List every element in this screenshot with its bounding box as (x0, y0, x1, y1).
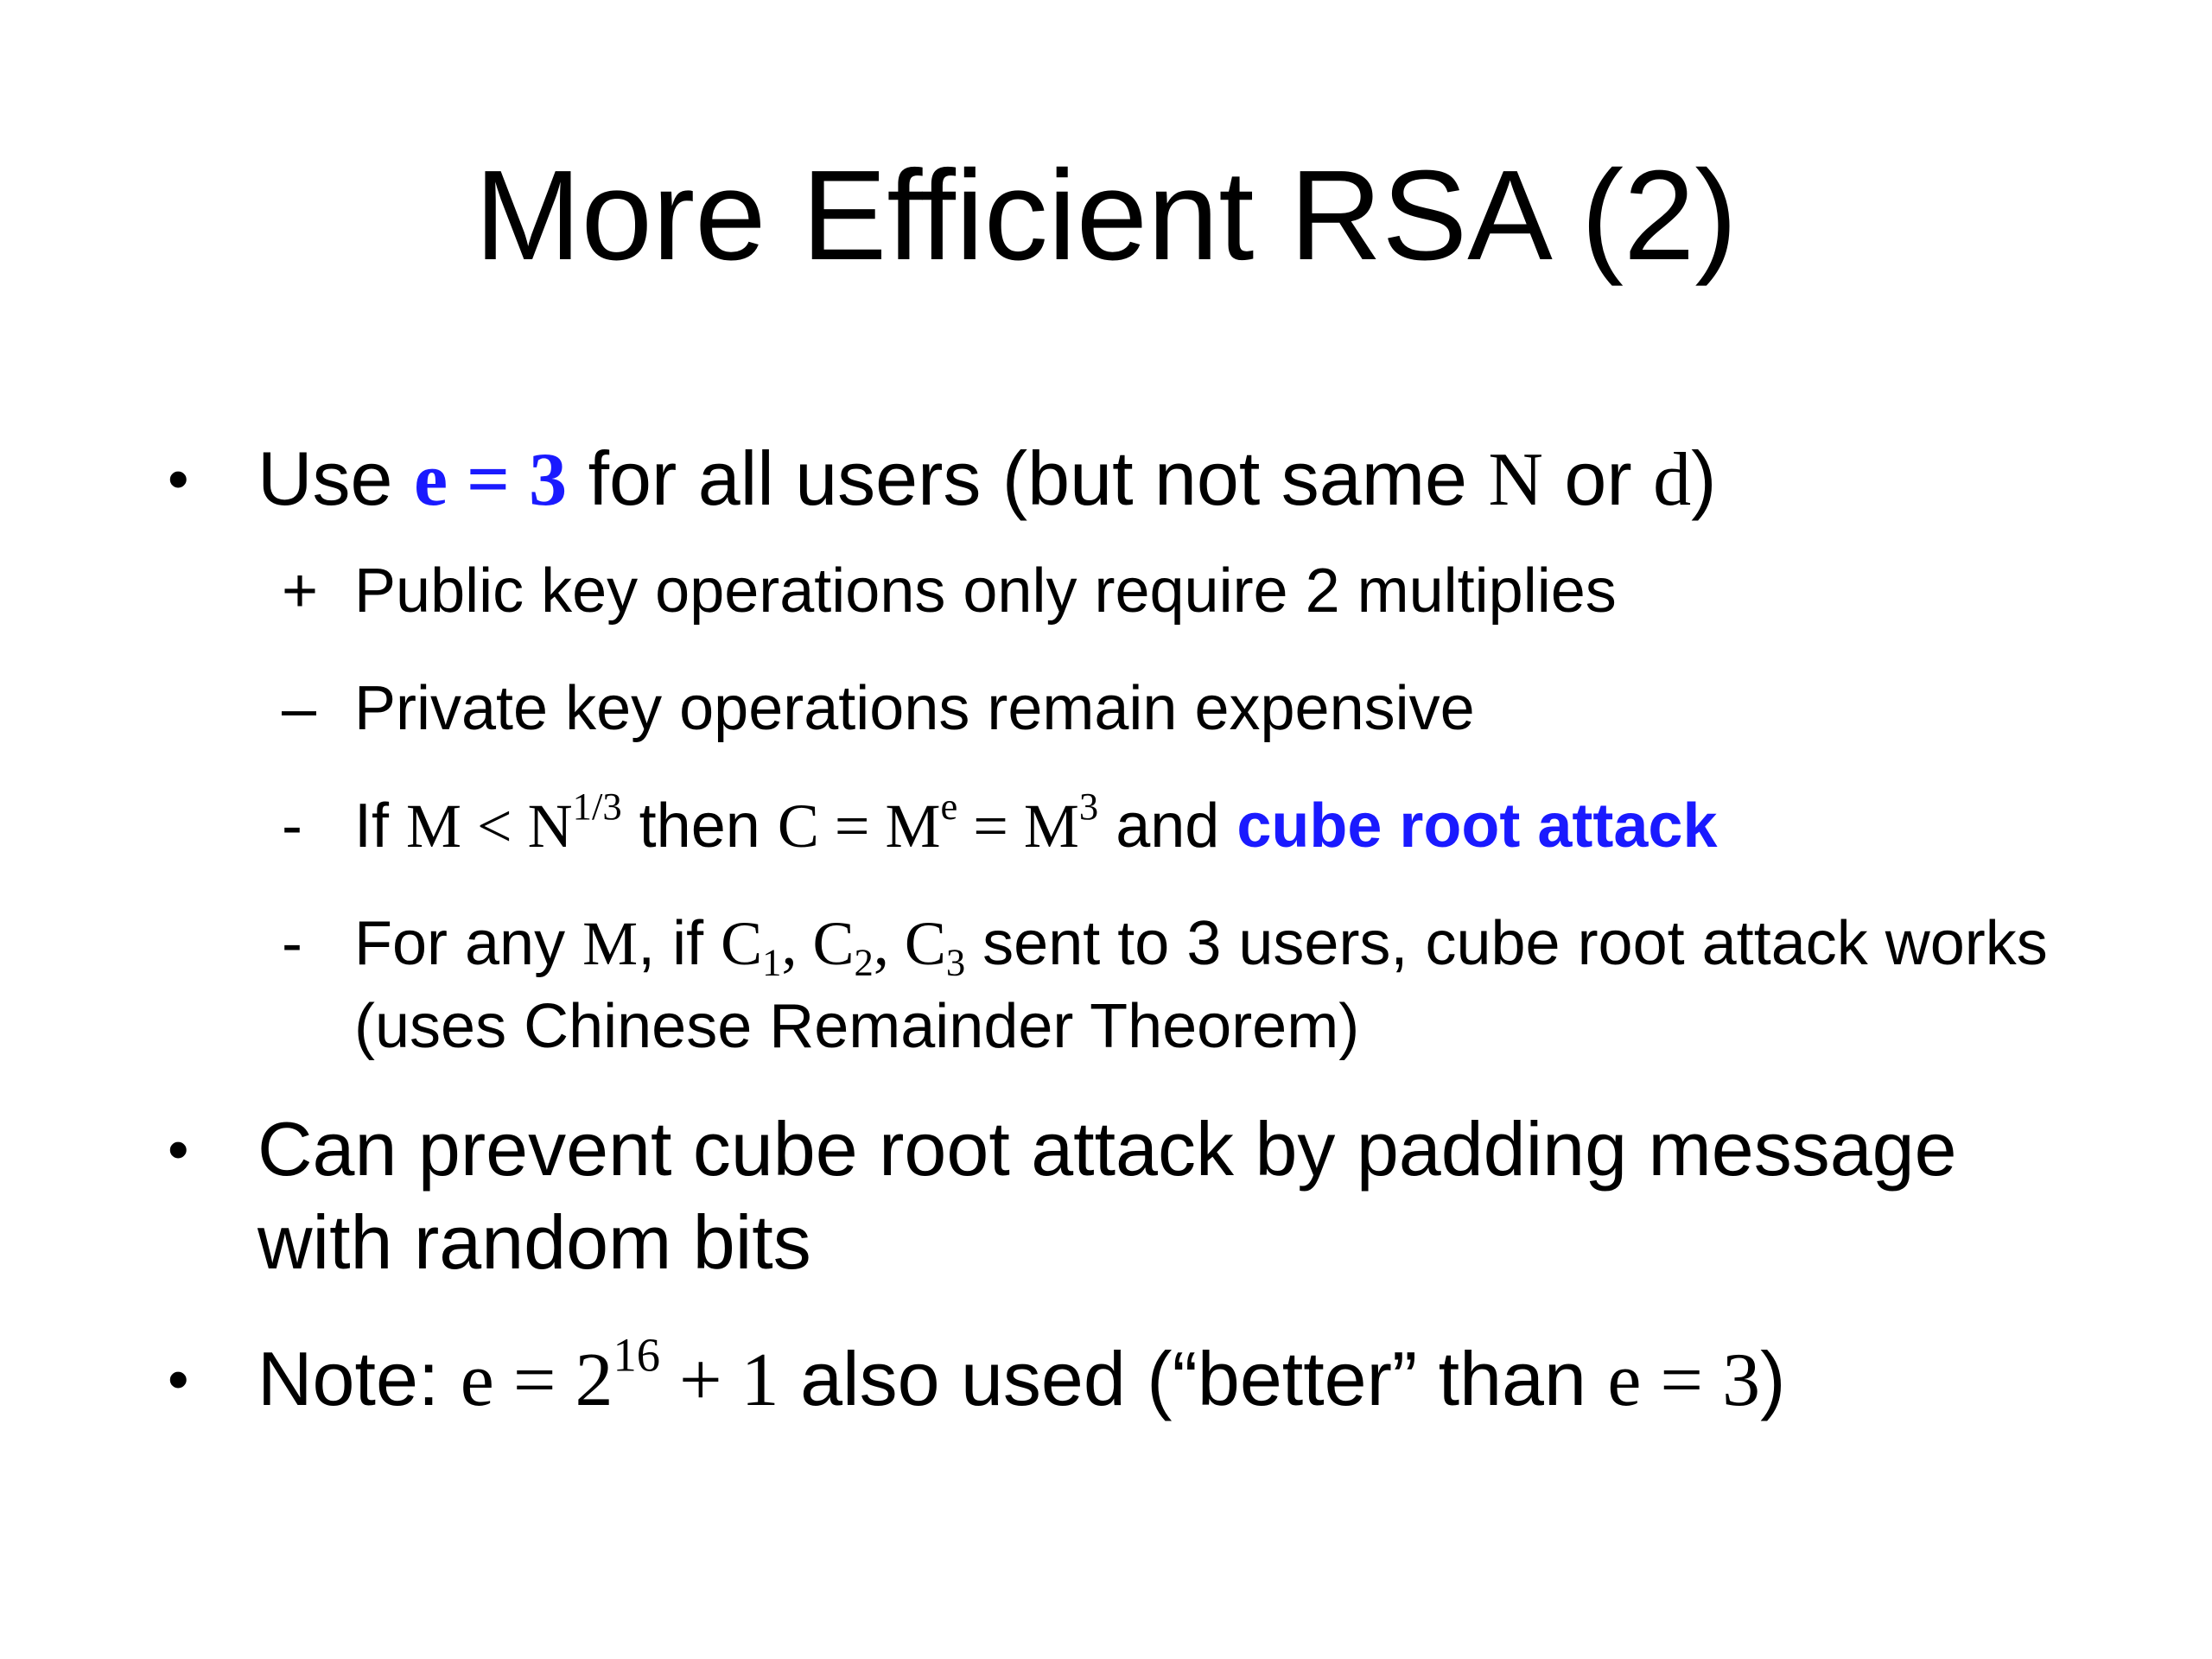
sub-bullet-text: Public key operations only require 2 mul… (354, 556, 1617, 626)
bullet-marker: • (168, 445, 189, 512)
math-sep-1: , (781, 909, 813, 978)
text-for-any: For any (354, 909, 583, 978)
sub-bullet-cube-root-condition: - If M < N1/3 then C = Me = M3 and cube … (156, 785, 2108, 868)
bullet-text: Can prevent cube root attack by padding … (257, 1106, 1957, 1285)
minus-marker: – (282, 674, 317, 743)
math-d: d (1653, 438, 1692, 522)
math-e-equals-2: e = 2 (460, 1338, 613, 1422)
text-and: and (1098, 791, 1237, 861)
text-close-paren: ) (1760, 1336, 1786, 1421)
bullet-marker: • (168, 1345, 189, 1413)
math-sub-3: 3 (945, 940, 966, 984)
text-then: then (621, 791, 778, 861)
math-exp-3: 3 (1078, 784, 1099, 828)
math-c2: C (812, 909, 855, 978)
math-plus-1: + 1 (660, 1338, 779, 1422)
text-note: Note: (257, 1336, 461, 1421)
text-sent-to-users: sent to 3 users, cube root attack works … (354, 909, 2048, 1061)
highlight-e-equals-3: e = 3 (413, 438, 568, 522)
math-exp-16: 16 (613, 1328, 661, 1382)
bullet-padding: • Can prevent cube root attack by paddin… (156, 1103, 2108, 1289)
math-exp-one-third: 1/3 (572, 784, 622, 828)
math-sub-2: 2 (854, 940, 874, 984)
bullet-text-or: or (1542, 435, 1654, 521)
math-equals-m: = M (957, 791, 1079, 861)
dash-marker: - (282, 791, 302, 861)
bullet-text-pre: Use (257, 435, 414, 521)
bullet-e-equals-3: • Use e = 3 for all users (but not same … (156, 432, 2108, 527)
bullet-text-post: ) (1691, 435, 1717, 521)
slide-title: More Efficient RSA (2) (474, 144, 1738, 287)
math-c3: C (904, 909, 946, 978)
math-sub-1: 1 (762, 940, 782, 984)
sub-bullet-any-m: - For any M, if C1, C2, C3 sent to 3 use… (156, 902, 2108, 1068)
text-also-used: also used (“better” than (779, 1336, 1608, 1421)
math-exp-e: e (940, 784, 958, 828)
math-sep-2: , (873, 909, 905, 978)
math-m: M (582, 909, 639, 978)
bullet-marker: • (168, 1116, 189, 1183)
math-c-equals-m: C = M (777, 791, 941, 861)
bullet-note: • Note: e = 216 + 1 also used (“better” … (156, 1332, 2108, 1427)
sub-bullet-private-key: – Private key operations remain expensiv… (156, 667, 2108, 750)
text-if: If (354, 791, 407, 861)
dash-marker: - (282, 909, 302, 978)
math-c1: C (721, 909, 763, 978)
math-e-equals-3: e = 3 (1607, 1338, 1761, 1422)
sub-bullet-public-key: + Public key operations only require 2 m… (156, 550, 2108, 632)
bullet-text-mid: for all users (but not same (567, 435, 1489, 521)
math-m-less-n: M < N (406, 791, 573, 861)
math-n: N (1488, 438, 1543, 522)
slide-body: • Use e = 3 for all users (but not same … (156, 432, 2108, 1427)
highlight-cube-root-attack: cube root attack (1236, 791, 1718, 861)
plus-marker: + (282, 556, 319, 626)
text-if: , if (638, 909, 721, 978)
sub-bullet-text: Private key operations remain expensive (354, 674, 1475, 743)
